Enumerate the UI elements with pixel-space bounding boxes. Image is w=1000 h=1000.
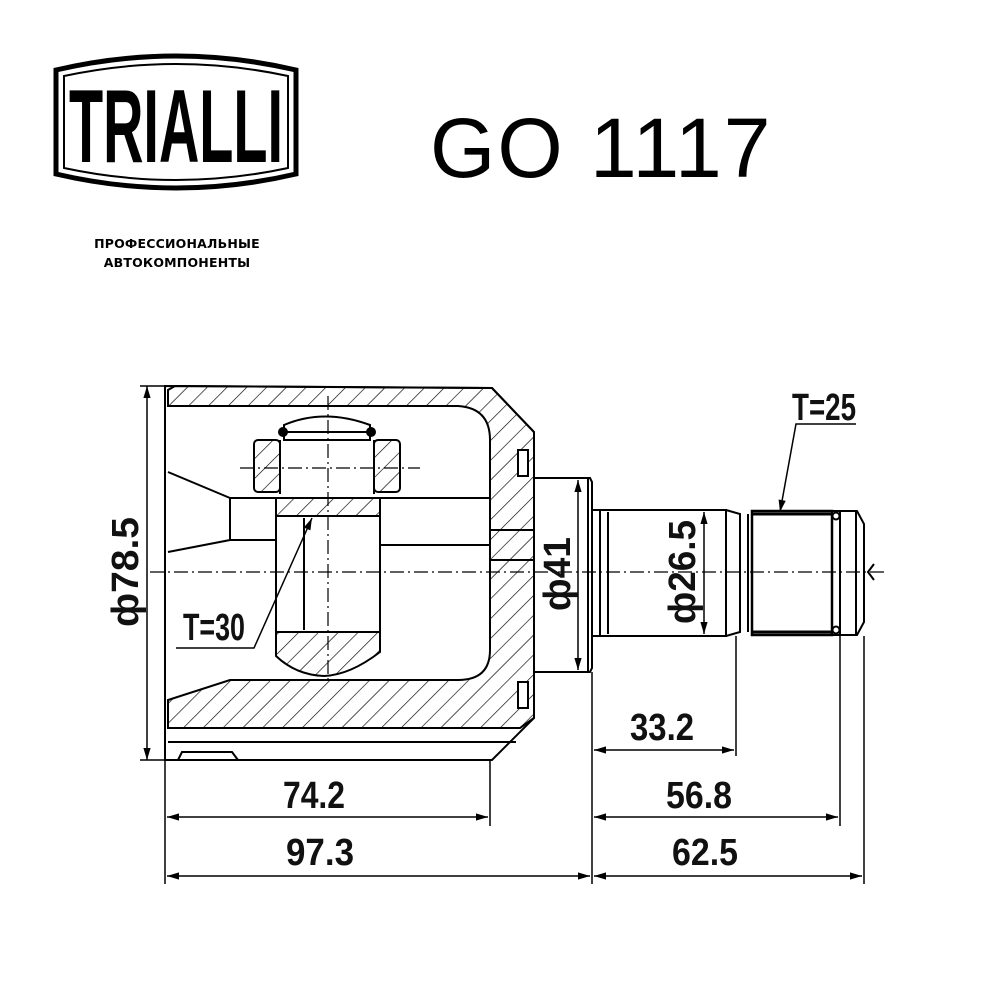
dim-shaft-to-groove: 56.8	[666, 775, 732, 817]
dim-outer-diameter: ф78.5	[105, 517, 147, 627]
brand-tagline: ПРОФЕССИОНАЛЬНЫЕ АВТОКОМПОНЕНТЫ	[60, 234, 294, 272]
dim-housing-length: 97.3	[286, 832, 354, 874]
dim-flange-diameter: ф41	[537, 537, 579, 611]
part-number: GO 1117	[430, 101, 773, 195]
dim-outer-spline-teeth: T=25	[792, 387, 856, 429]
centerlines	[150, 396, 884, 680]
dim-shaft-to-step: 33.2	[630, 707, 694, 749]
dim-housing-depth: 74.2	[283, 775, 345, 817]
dimension-labels: ф78.5 ф41 ф26.5 T=30 T=25 33.2 74.2 56.8…	[105, 387, 856, 874]
tagline-line-1: ПРОФЕССИОНАЛЬНЫЕ	[94, 236, 260, 251]
logo-text: TRIALLI	[69, 69, 283, 185]
shaft	[534, 477, 875, 673]
dimension-lines	[140, 385, 865, 884]
trialli-logo: TRIALLI	[53, 53, 299, 191]
housing	[164, 384, 535, 761]
dim-shaft-diameter: ф26.5	[662, 520, 704, 624]
tagline-line-2: АВТОКОМПОНЕНТЫ	[103, 255, 251, 270]
dim-shaft-length: 62.5	[672, 832, 738, 874]
dim-inner-spline-teeth: T=30	[183, 607, 245, 649]
tripod-spider	[253, 415, 401, 678]
